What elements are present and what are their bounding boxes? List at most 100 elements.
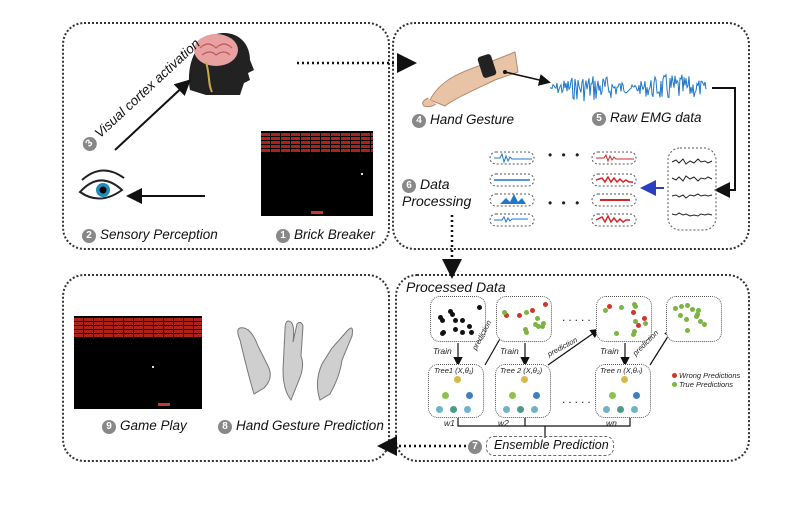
- scatter-point: [702, 321, 708, 327]
- scatter-point: [476, 304, 482, 310]
- label-text: Brick Breaker: [294, 227, 376, 242]
- step-number: 5: [592, 112, 606, 126]
- eye-icon: [78, 169, 125, 200]
- scatter-point: [523, 309, 529, 315]
- scatter-point: [630, 310, 636, 315]
- label-text: Game Play: [120, 418, 187, 433]
- tree-node: [503, 406, 510, 413]
- scatter-point: [542, 302, 548, 308]
- legend-wrong-text: Wrong Predictions: [679, 371, 741, 380]
- scatter-point: [678, 313, 684, 319]
- weight-wn: wn: [606, 418, 617, 428]
- scatter-point: [453, 318, 459, 324]
- scatter-point: [439, 331, 445, 337]
- tree-node: [521, 376, 528, 383]
- game-ball: [361, 173, 363, 175]
- scatter-point: [522, 327, 528, 333]
- scatter-point: [523, 330, 529, 336]
- tree-node: [450, 406, 457, 413]
- train-label-n: Train: [600, 346, 619, 356]
- scatter-point: [607, 304, 613, 310]
- scatter-point: [448, 308, 454, 314]
- brick-breaker-game-screen: [261, 131, 373, 216]
- tree-node: [631, 406, 638, 413]
- scatter-point: [636, 322, 642, 328]
- weight-w1: w1: [444, 418, 455, 428]
- scatter-point: [632, 318, 638, 324]
- scatter-point: [540, 323, 546, 329]
- weight-w2: w2: [498, 418, 509, 428]
- scatter-point: [530, 307, 536, 313]
- scatter-point: [632, 303, 638, 309]
- scatter-point: [694, 313, 700, 319]
- ellipsis: • • •: [548, 148, 583, 162]
- label-processed-data: Processed Data: [406, 279, 506, 295]
- panel-bottom-left: [62, 274, 390, 462]
- scatter-point: [619, 305, 625, 311]
- train-label-1: Train: [433, 346, 452, 356]
- label-text: Hand Gesture: [430, 112, 515, 127]
- step-number: 7: [468, 440, 482, 454]
- tree-label-n: Tree n (X,θₙ): [600, 366, 643, 375]
- scatter-point: [697, 319, 703, 325]
- scatter-point: [438, 315, 444, 321]
- step-number: 6: [402, 179, 416, 193]
- scatter-point: [679, 304, 685, 310]
- processed-signal-pills: [489, 151, 637, 227]
- label-raw-emg: 5 Raw EMG data: [592, 110, 702, 126]
- legend-true-text: True Predictions: [679, 380, 734, 389]
- tree-node: [609, 392, 616, 399]
- scatter-point: [690, 306, 696, 312]
- label-text: Hand Gesture Prediction: [236, 418, 384, 433]
- ensemble-prediction-pill: [486, 436, 614, 456]
- tree-node: [454, 376, 461, 383]
- game-ball: [152, 366, 154, 368]
- tree-label-2: Tree 2 (X,θ₂): [500, 366, 543, 375]
- ellipsis-bottom: .....: [562, 392, 594, 406]
- tree-node: [531, 406, 538, 413]
- scatter-point: [452, 327, 458, 333]
- scatter-point: [460, 330, 466, 336]
- step-number: 2: [82, 229, 96, 243]
- scatter-point: [684, 327, 690, 333]
- label-text: Processing: [402, 193, 472, 209]
- tree-node: [517, 406, 524, 413]
- label-text: Raw EMG data: [610, 110, 702, 125]
- scatter-point: [603, 308, 609, 314]
- legend-true: True Predictions: [672, 380, 733, 389]
- scatter-point: [643, 320, 649, 326]
- step-7-number: 7: [468, 438, 486, 454]
- tree-node: [442, 392, 449, 399]
- panel-bottom-right: [395, 274, 750, 462]
- scatter-point: [641, 316, 647, 322]
- tree-node: [509, 392, 516, 399]
- scatter-point: [672, 305, 678, 311]
- scatter-point: [449, 311, 455, 317]
- label-text: Sensory Perception: [100, 227, 218, 242]
- tree-label-1: Tree1 (X,θ₁): [434, 366, 474, 375]
- arm-with-emg-sensor-icon: [422, 51, 519, 108]
- hand-gestures-icon: [237, 320, 353, 401]
- tree-node: [436, 406, 443, 413]
- brick-rows: [74, 317, 202, 337]
- ellipsis: • • •: [548, 196, 583, 210]
- true-dot-icon: [672, 382, 677, 387]
- scatter-point: [533, 322, 539, 328]
- multichannel-emg-box: [667, 147, 717, 231]
- label-ensemble-prediction: Ensemble Prediction: [494, 438, 609, 452]
- legend-wrong: Wrong Predictions: [672, 371, 740, 380]
- scatter-point: [516, 313, 522, 319]
- game-paddle: [311, 211, 323, 214]
- scatter-point: [536, 323, 542, 329]
- scatter-box-4: [666, 296, 722, 342]
- scatter-point: [684, 303, 690, 309]
- ellipsis-top: .....: [562, 310, 594, 324]
- brain-head-icon: [189, 32, 254, 95]
- scatter-point: [467, 324, 473, 330]
- scatter-point: [502, 309, 508, 315]
